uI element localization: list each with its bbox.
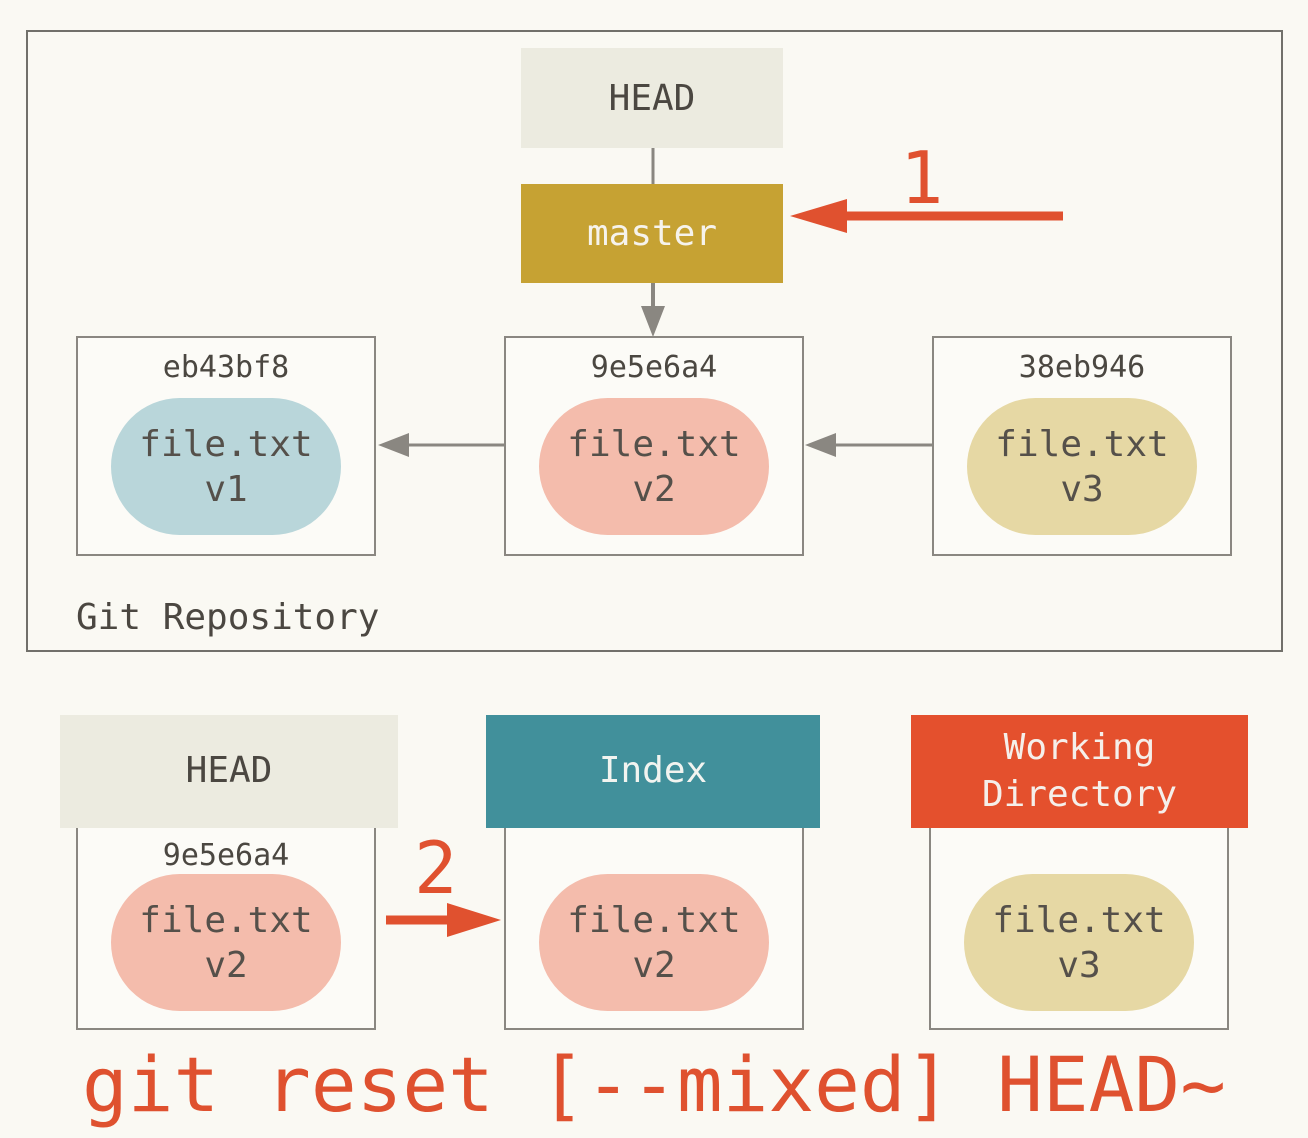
- file-version: v3: [1060, 468, 1104, 510]
- commit-hash: 9e5e6a4: [162, 838, 290, 873]
- step-1-label: 1: [900, 136, 944, 220]
- file-name: file.txt: [567, 423, 741, 465]
- file-name: file.txt: [992, 899, 1166, 941]
- file-blob-index-v2: file.txt v2: [539, 874, 769, 1011]
- head-ref-box: HEAD: [521, 48, 783, 148]
- working-directory-box: file.txt v3: [929, 826, 1229, 1030]
- git-repository-label: Git Repository: [76, 597, 380, 638]
- master-branch-box: master: [521, 184, 783, 283]
- file-blob-v1: file.txt v1: [111, 398, 341, 535]
- file-blob-v3: file.txt v3: [967, 398, 1197, 535]
- file-blob-head-v2: file.txt v2: [111, 874, 341, 1011]
- file-version: v3: [1057, 944, 1101, 986]
- file-name: file.txt: [139, 423, 313, 465]
- file-version: v2: [632, 468, 676, 510]
- head-column-box: 9e5e6a4 file.txt v2: [76, 826, 376, 1030]
- command-caption: git reset [--mixed] HEAD~: [82, 1040, 1226, 1129]
- head-column-title: HEAD: [185, 750, 273, 792]
- file-name: file.txt: [995, 423, 1169, 465]
- step-2-label: 2: [414, 826, 458, 910]
- head-column-header: HEAD: [60, 715, 398, 828]
- master-branch-label: master: [586, 213, 718, 254]
- commit-box-eb43bf8: eb43bf8 file.txt v1: [76, 336, 376, 556]
- working-directory-title: Working Directory: [981, 726, 1178, 815]
- file-name: file.txt: [567, 899, 741, 941]
- commit-hash: 38eb946: [1018, 350, 1146, 385]
- index-column-box: file.txt v2: [504, 826, 804, 1030]
- commit-box-9e5e6a4: 9e5e6a4 file.txt v2: [504, 336, 804, 556]
- index-column-header: Index: [486, 715, 820, 828]
- commit-box-38eb946: 38eb946 file.txt v3: [932, 336, 1232, 556]
- commit-hash: eb43bf8: [162, 350, 290, 385]
- git-repository-box: Git Repository: [26, 30, 1283, 652]
- file-name: file.txt: [139, 899, 313, 941]
- commit-hash: 9e5e6a4: [590, 350, 718, 385]
- file-blob-workdir-v3: file.txt v3: [964, 874, 1194, 1011]
- head-ref-label: HEAD: [608, 77, 696, 119]
- file-version: v2: [632, 944, 676, 986]
- working-directory-header: Working Directory: [911, 715, 1248, 828]
- file-blob-v2: file.txt v2: [539, 398, 769, 535]
- index-column-title: Index: [598, 750, 708, 792]
- file-version: v2: [204, 944, 248, 986]
- file-version: v1: [204, 468, 248, 510]
